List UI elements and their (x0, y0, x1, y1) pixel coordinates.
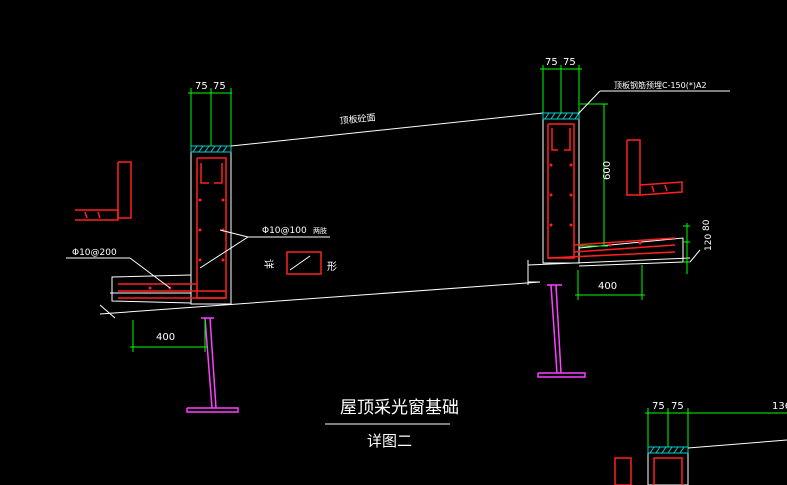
dim-right-b: 75 (563, 57, 576, 68)
left-slab-bottom (99, 281, 541, 315)
right-dimensions (540, 65, 690, 300)
right-steel-column (537, 284, 586, 378)
dim-right-step-b: 120 (704, 234, 714, 251)
sloped-top-line (230, 112, 544, 147)
right-rebar (547, 123, 676, 259)
dim-left-b: 75 (213, 81, 226, 92)
right-top-leader (577, 90, 730, 115)
drawing-subtitle: 详图二 (367, 432, 412, 450)
stirrup-symbol-label: 详 (262, 259, 275, 269)
dim-right-step-a: 80 (702, 219, 712, 231)
left-steel-column (186, 317, 239, 413)
top-slab-label: 顶板砼面 (339, 111, 376, 127)
dim-left-ledge: 400 (156, 332, 175, 343)
right-top-note: 顶板钢筋预埋C-150(*)A2 (614, 80, 707, 90)
stirrup-note: Φ10@100 (262, 226, 307, 236)
stirrup-shape-diagonal (289, 255, 311, 271)
right-rebar-dots (549, 163, 642, 247)
left-ledge (111, 274, 192, 304)
dim-bottom-b: 75 (671, 401, 684, 412)
right-foundation (527, 112, 701, 285)
right-ledge (578, 237, 684, 267)
dim-left-a: 75 (195, 81, 208, 92)
dim-bottom-extra: 136 (772, 401, 787, 412)
stirrup-shape-box (286, 251, 322, 275)
dim-bottom-a: 75 (652, 401, 665, 412)
dim-right-height: 600 (602, 161, 613, 180)
left-leaders (66, 229, 330, 289)
dim-right-ledge: 400 (598, 281, 617, 292)
dim-right-a: 75 (545, 57, 558, 68)
right-cap-hatch-lines (544, 112, 580, 120)
left-detail-mark (75, 161, 132, 221)
right-slab-line (527, 257, 691, 266)
left-cap-hatch-lines (192, 145, 228, 153)
right-detail-mark (626, 139, 683, 196)
drawing-title: 屋顶采光窗基础 (340, 398, 459, 418)
stirrup-shape-label: 形 (327, 261, 337, 273)
stirrup-note-suffix: 两肢 (313, 226, 327, 235)
left-dimensions (130, 88, 232, 352)
slab-rebar-note: Φ10@200 (72, 248, 117, 258)
left-slab-break (99, 304, 116, 319)
left-rebar (118, 157, 227, 299)
bottom-right-partial: 75 75 136 (614, 401, 787, 485)
